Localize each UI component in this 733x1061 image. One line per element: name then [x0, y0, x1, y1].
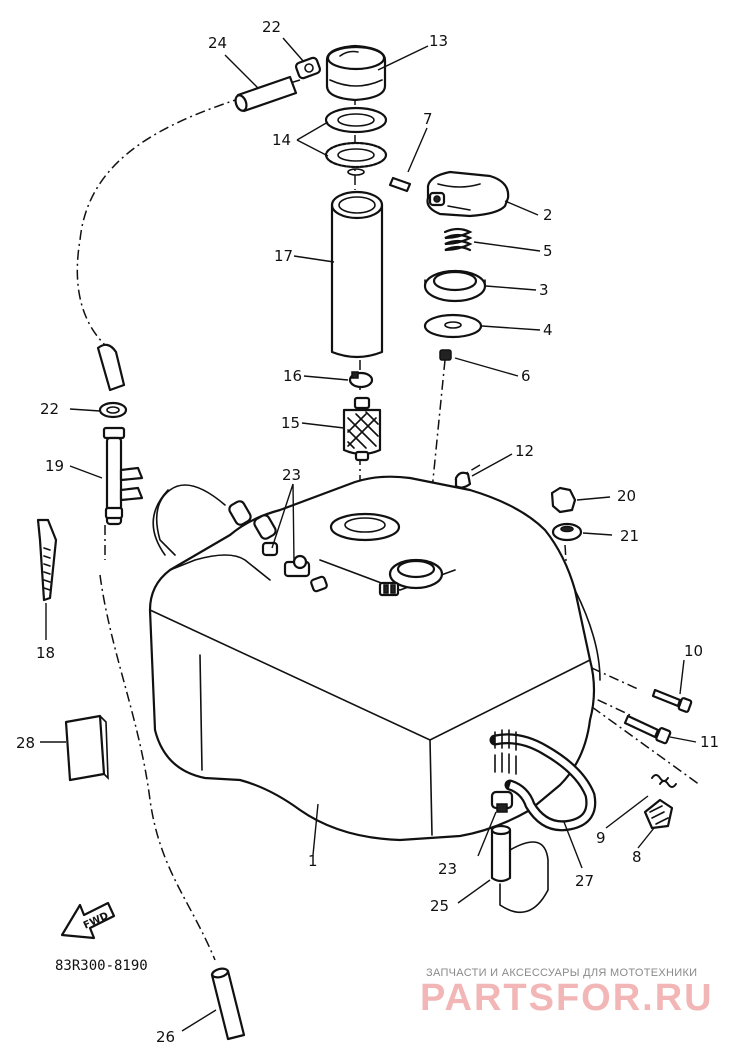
- callout-labels: 22 24 13 14 7 2 5 3 4 6 17 16 15 12 20 2…: [16, 18, 719, 1046]
- callout-1: 1: [308, 852, 318, 870]
- cable-tie-18[interactable]: [36, 518, 58, 602]
- callout-26: 26: [156, 1028, 175, 1046]
- callout-14: 14: [272, 131, 291, 149]
- callout-24: 24: [208, 34, 227, 52]
- callout-3: 3: [539, 281, 549, 299]
- callout-11: 11: [700, 733, 719, 751]
- leader-lines: [40, 37, 697, 1032]
- filler-cap-13[interactable]: [325, 44, 387, 102]
- hose-clamp-22-left[interactable]: [98, 401, 128, 419]
- hose-24[interactable]: [234, 75, 298, 113]
- washer-21[interactable]: [551, 522, 583, 542]
- callout-16: 16: [283, 367, 302, 385]
- fwd-arrow-icon: FWD: [60, 901, 116, 940]
- watermark-brand: PARTSFOR.RU: [420, 977, 714, 1019]
- callout-4: 4: [543, 321, 553, 339]
- cap-nut-20[interactable]: [550, 486, 577, 514]
- watermark: ЗАПЧАСТИ И АКСЕССУАРЫ ДЛЯ МОТОТЕХНИКИ PA…: [420, 967, 714, 1019]
- clamp-16[interactable]: [348, 371, 374, 389]
- callout-23-bottom: 23: [438, 860, 457, 878]
- fuel-tank-1[interactable]: [148, 471, 601, 842]
- nut-6[interactable]: [439, 349, 452, 361]
- fuel-hose-27[interactable]: [489, 729, 597, 832]
- callout-21: 21: [620, 527, 639, 545]
- hose-clamp-22-top[interactable]: [294, 56, 322, 80]
- callout-18: 18: [36, 644, 55, 662]
- callout-8: 8: [632, 848, 642, 866]
- bolt-10[interactable]: [651, 688, 693, 713]
- washer-4[interactable]: [423, 313, 483, 339]
- gaskets-14[interactable]: [324, 106, 388, 176]
- callout-7: 7: [423, 110, 433, 128]
- callout-5: 5: [543, 242, 553, 260]
- callout-2: 2: [543, 206, 553, 224]
- clamp-23-bottom[interactable]: [490, 790, 514, 813]
- drain-hose-26[interactable]: [210, 967, 246, 1041]
- callout-15: 15: [281, 414, 300, 432]
- filler-tube-17[interactable]: [330, 190, 384, 359]
- callout-19: 19: [45, 457, 64, 475]
- hose-25[interactable]: [490, 824, 549, 914]
- callout-22-left: 22: [40, 400, 59, 418]
- callout-9: 9: [596, 829, 606, 847]
- bolt-11[interactable]: [623, 714, 672, 745]
- callout-12: 12: [515, 442, 534, 460]
- vent-hose-left[interactable]: [96, 343, 126, 392]
- cover-2[interactable]: [426, 170, 510, 218]
- callout-27: 27: [575, 872, 594, 890]
- callout-20: 20: [617, 487, 636, 505]
- callout-10: 10: [684, 642, 703, 660]
- callout-22-top: 22: [262, 18, 281, 36]
- pad-28[interactable]: [64, 714, 109, 782]
- watermark-tagline: ЗАПЧАСТИ И АКСЕССУАРЫ ДЛЯ МОТОТЕХНИКИ: [426, 967, 697, 979]
- t-joint-19[interactable]: [102, 426, 144, 526]
- callout-23-top: 23: [282, 466, 301, 484]
- spring-5[interactable]: [443, 227, 473, 252]
- diagram-code: 83R300-8190: [55, 958, 148, 974]
- ring-3[interactable]: [423, 269, 487, 303]
- callout-25: 25: [430, 897, 449, 915]
- callout-13: 13: [429, 32, 448, 50]
- nut-8[interactable]: [643, 798, 674, 830]
- pin-7[interactable]: [388, 176, 412, 193]
- fuel-filter-15[interactable]: [342, 396, 382, 462]
- washer-9[interactable]: [651, 774, 677, 788]
- callout-28: 28: [16, 734, 35, 752]
- callout-17: 17: [274, 247, 293, 265]
- callout-6: 6: [521, 367, 531, 385]
